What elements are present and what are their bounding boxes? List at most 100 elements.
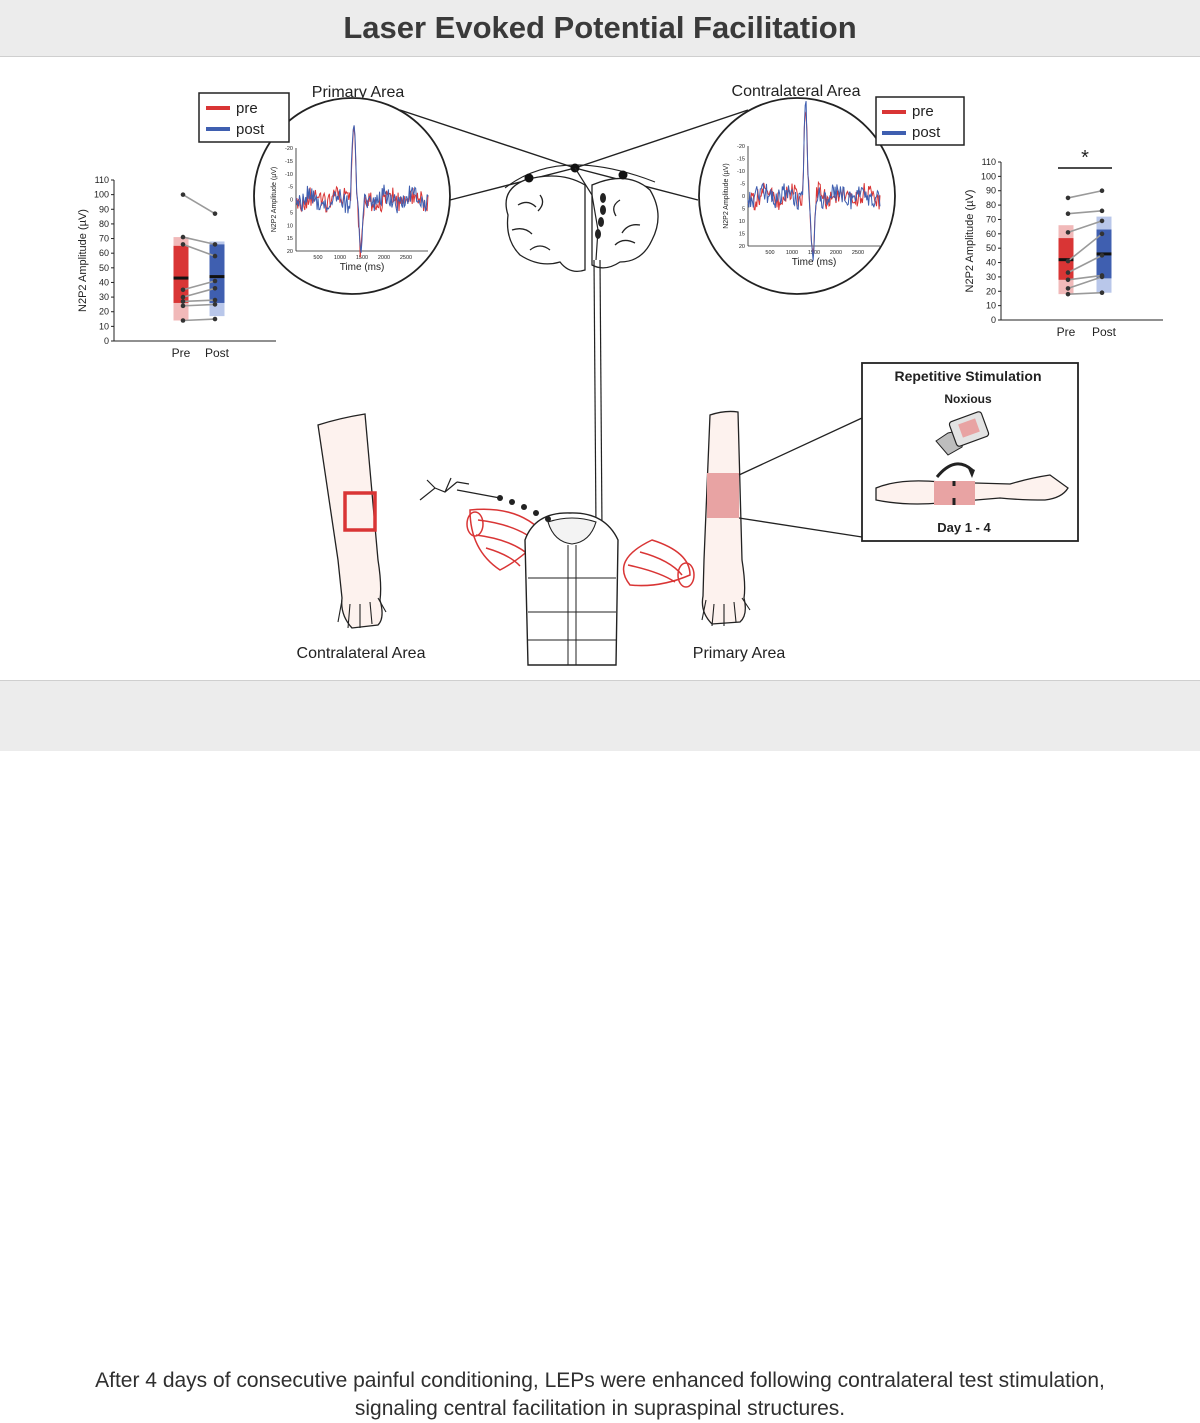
primary-area-label: Primary Area: [312, 84, 405, 101]
data-point: [212, 278, 218, 284]
data-point: [1099, 218, 1105, 224]
data-point: [212, 242, 218, 247]
x-tick-label: Pre: [172, 346, 191, 360]
y-tick-label: 90: [99, 204, 109, 214]
subject-line: [1067, 254, 1103, 274]
data-point: [1065, 211, 1071, 217]
laser-device-icon: [935, 411, 990, 456]
subject-line: [182, 193, 216, 215]
y-tick-label: 40: [986, 258, 996, 268]
significance-star: *: [1081, 147, 1089, 169]
lep-x-tick: 2000: [830, 250, 842, 256]
lep-y-tick: -10: [737, 169, 745, 175]
y-tick-label: 100: [981, 171, 996, 181]
data-point: [180, 318, 186, 323]
y-tick-label: 70: [986, 214, 996, 224]
y-axis-label: N2P2 Amplitude (µV): [77, 209, 89, 312]
legend-left: pre post: [198, 92, 290, 143]
lep-y-tick: -20: [737, 144, 745, 150]
data-point: [180, 287, 186, 293]
y-axis-label: N2P2 Amplitude (µV): [964, 190, 976, 293]
y-tick-label: 100: [94, 190, 109, 200]
lep-x-tick: 1500: [356, 255, 368, 261]
data-point: [1065, 195, 1071, 201]
lep-y-tick: -5: [740, 182, 745, 188]
y-tick-label: 20: [99, 307, 109, 317]
data-point: [180, 242, 186, 247]
subject-line: [182, 299, 216, 303]
legend-post-label: post: [912, 124, 941, 141]
subject-line: [1067, 274, 1103, 281]
caption-text: After 4 days of consecutive painful cond…: [10, 1367, 1190, 1423]
y-tick-label: 30: [99, 292, 109, 302]
y-tick-label: 60: [99, 248, 109, 258]
subject-line: [182, 303, 216, 307]
sensory-neuron-beads: [497, 495, 551, 522]
lep-y-tick: 20: [287, 249, 293, 255]
lep-y-tick: -15: [285, 159, 293, 165]
data-point: [180, 303, 186, 309]
x-tick-label: Post: [205, 346, 230, 360]
brain-illustration: [504, 164, 659, 273]
lep-x-tick: 1000: [334, 255, 346, 261]
data-point: [1065, 286, 1071, 291]
data-point: [1065, 277, 1071, 283]
legend-pre-label: pre: [912, 103, 934, 120]
data-point: [212, 316, 218, 322]
y-tick-label: 80: [986, 200, 996, 210]
subject-line: [182, 236, 216, 246]
caption-line-1: After 4 days of consecutive painful cond…: [95, 1369, 1105, 1392]
subject-line: [182, 243, 216, 257]
primary-lep-circle: [253, 97, 451, 295]
data-point: [180, 234, 186, 240]
subject-line: [182, 280, 216, 291]
lep-x-axis-label: Time (ms): [340, 262, 385, 273]
data-point: [212, 297, 218, 303]
data-point: [1099, 274, 1105, 280]
subject-line: [1067, 233, 1103, 262]
data-point: [1099, 208, 1105, 214]
y-tick-label: 70: [99, 234, 109, 244]
y-tick-label: 20: [986, 286, 996, 296]
contralateral-test-site: [343, 491, 377, 532]
lep-y-tick: 0: [290, 198, 293, 204]
data-point: [212, 286, 218, 291]
lep-y-tick: 15: [287, 236, 293, 242]
x-tick-label: Post: [1092, 325, 1117, 339]
legend-pre-label: pre: [236, 100, 258, 117]
nerve-ending: [419, 477, 470, 501]
caption-line-2: signaling central facilitation in supras…: [354, 1397, 846, 1420]
electrode-markers: [524, 163, 628, 183]
lep-y-tick: 10: [739, 219, 745, 225]
left-arm-label: Contralateral Area: [297, 645, 426, 662]
stim-connector-lines: [738, 417, 863, 538]
iqr-box: [173, 245, 189, 303]
neural-pathway: [574, 167, 603, 531]
neuron-chain-beads: [595, 193, 606, 239]
lep-x-axis-label: Time (ms): [792, 257, 837, 268]
y-tick-label: 60: [986, 229, 996, 239]
y-tick-label: 30: [986, 272, 996, 282]
data-point: [212, 211, 218, 216]
lep-x-tick: 1000: [786, 250, 798, 256]
legend-post-label: post: [236, 121, 265, 138]
y-tick-label: 90: [986, 186, 996, 196]
x-tick-label: Pre: [1057, 325, 1076, 339]
data-point: [180, 299, 186, 304]
subject-line: [182, 318, 216, 322]
subject-line: [1067, 189, 1103, 199]
lep-y-tick: -10: [285, 172, 293, 178]
lep-y-tick: -15: [737, 157, 745, 163]
muscle-fibers: [466, 508, 695, 588]
lep-y-axis-label: N2P2 Amplitude (µV): [723, 163, 730, 229]
lep-y-axis-label: N2P2 Amplitude (µV): [271, 167, 278, 233]
y-tick-label: 0: [991, 315, 996, 325]
legend-right: pre post: [875, 96, 965, 146]
lep-x-tick: 500: [765, 250, 774, 256]
data-point: [212, 253, 218, 259]
